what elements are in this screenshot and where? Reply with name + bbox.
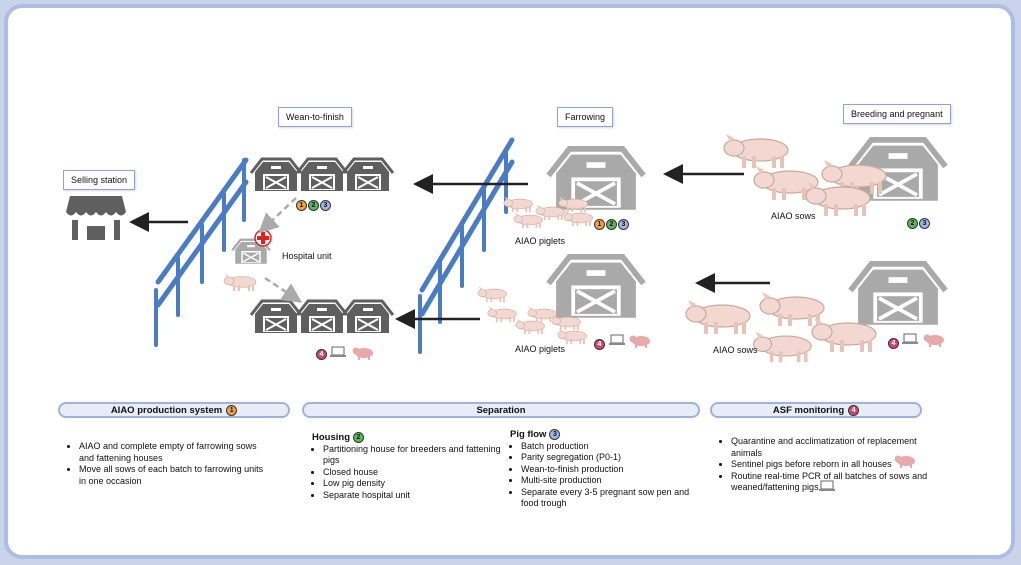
- badge-2: 2: [606, 219, 617, 230]
- housing-item: Closed house: [323, 467, 504, 479]
- aiao-sows-bottom-label: AIAO sows: [713, 345, 758, 355]
- aiao-panel-body: AIAO and complete empty of farrowing sow…: [68, 441, 268, 487]
- asf-item: Routine real-time PCR of all batches of …: [731, 471, 930, 494]
- breeding-barn-bottom: [851, 264, 946, 325]
- pigflow-item: Separate every 3-5 pregnant sow pen and …: [521, 487, 700, 510]
- housing-item: Partitioning house for breeders and fatt…: [323, 444, 504, 467]
- pig-icon: [629, 335, 650, 348]
- pigflow-heading: Pig flow 3: [510, 429, 700, 441]
- farrowing-badges: 1 2 3: [594, 219, 629, 230]
- laptop-icon: [329, 346, 347, 358]
- housing-title: Housing: [312, 432, 350, 443]
- aiao-panel-header: AIAO production system 1: [58, 402, 290, 418]
- pigflow-item: Batch production: [521, 441, 700, 453]
- badge-1: 1: [226, 404, 238, 416]
- housing-heading: Housing 2: [312, 432, 504, 444]
- pig-icon: [352, 347, 373, 360]
- breeding-badges: 2 3: [907, 218, 930, 229]
- from-hospital-arrow: [264, 276, 303, 303]
- asf-panel-header: ASF monitoring 4: [710, 402, 922, 418]
- red-cross-icon: [254, 229, 272, 247]
- badge-3: 3: [549, 429, 561, 441]
- badge-3: 3: [919, 218, 930, 229]
- wean-to-finish-box: Wean-to-finish: [278, 107, 352, 127]
- sows-top: [723, 133, 887, 217]
- aiao-panel-title: AIAO production system: [110, 404, 223, 416]
- wean-badges: 1 2 3: [296, 200, 331, 211]
- pigflow-item: Parity segregation (P0-1): [521, 452, 700, 464]
- laptop-icon: [608, 334, 626, 346]
- farrowing-barn-bottom: [549, 257, 644, 318]
- selling-station-icon: [66, 196, 126, 240]
- badge-2: 2: [353, 432, 364, 444]
- asf-item: Quarantine and acclimatization of replac…: [731, 436, 930, 459]
- hospital-pig: [223, 273, 257, 292]
- badge-4: 4: [848, 404, 860, 416]
- pigflow-item: Multi-site production: [521, 475, 700, 487]
- badge-3: 3: [618, 219, 629, 230]
- pigflow-title: Pig flow: [510, 429, 547, 440]
- fence-right: [418, 137, 515, 354]
- flow-arrows: [129, 164, 770, 329]
- laptop-icon: [901, 333, 919, 345]
- pigflow-section: Pig flow 3 Batch production Parity segre…: [510, 429, 700, 510]
- badge-3: 3: [320, 200, 331, 211]
- pigflow-item: Wean-to-finish production: [521, 464, 700, 476]
- breeding-pregnant-box: Breeding and pregnant: [843, 104, 951, 124]
- hospital-unit-label: Hospital unit: [282, 251, 332, 261]
- breeding-bottom-badges: 4: [888, 332, 899, 350]
- farrowing-bottom-badges: 4: [594, 333, 605, 351]
- pig-icon: [923, 334, 944, 347]
- badge-4: 4: [316, 349, 327, 360]
- piglets-top: [503, 196, 594, 229]
- aiao-piglets-top-label: AIAO piglets: [515, 236, 566, 246]
- aiao-item: Move all sows of each batch to farrowing…: [79, 464, 268, 487]
- fence-left: [154, 157, 249, 347]
- asf-item: Sentinel pigs before reborn in all house…: [731, 459, 930, 471]
- to-hospital-arrow: [258, 197, 297, 234]
- badge-4: 4: [888, 338, 899, 349]
- asf-panel-title: ASF monitoring: [772, 404, 845, 416]
- wean-bottom-badges: 4: [316, 343, 327, 361]
- wean-barns-bottom: [249, 299, 395, 335]
- housing-section: Housing 2 Partitioning house for breeder…: [312, 432, 504, 501]
- separation-panel-title: Separation: [476, 404, 526, 416]
- housing-item: Separate hospital unit: [323, 490, 504, 502]
- badge-1: 1: [296, 200, 307, 211]
- badge-2: 2: [308, 200, 319, 211]
- farrowing-box: Farrowing: [557, 107, 614, 127]
- selling-station-box: Selling station: [63, 170, 136, 190]
- aiao-sows-top-label: AIAO sows: [771, 211, 816, 221]
- aiao-piglets-bottom-label: AIAO piglets: [515, 344, 566, 354]
- aiao-item: AIAO and complete empty of farrowing sow…: [79, 441, 268, 464]
- wean-barns-top: [249, 157, 395, 193]
- separation-panel-header: Separation: [302, 402, 700, 418]
- badge-4: 4: [594, 339, 605, 350]
- badge-2: 2: [907, 218, 918, 229]
- badge-1: 1: [594, 219, 605, 230]
- asf-panel-body: Quarantine and acclimatization of replac…: [720, 436, 930, 494]
- housing-item: Low pig density: [323, 478, 504, 490]
